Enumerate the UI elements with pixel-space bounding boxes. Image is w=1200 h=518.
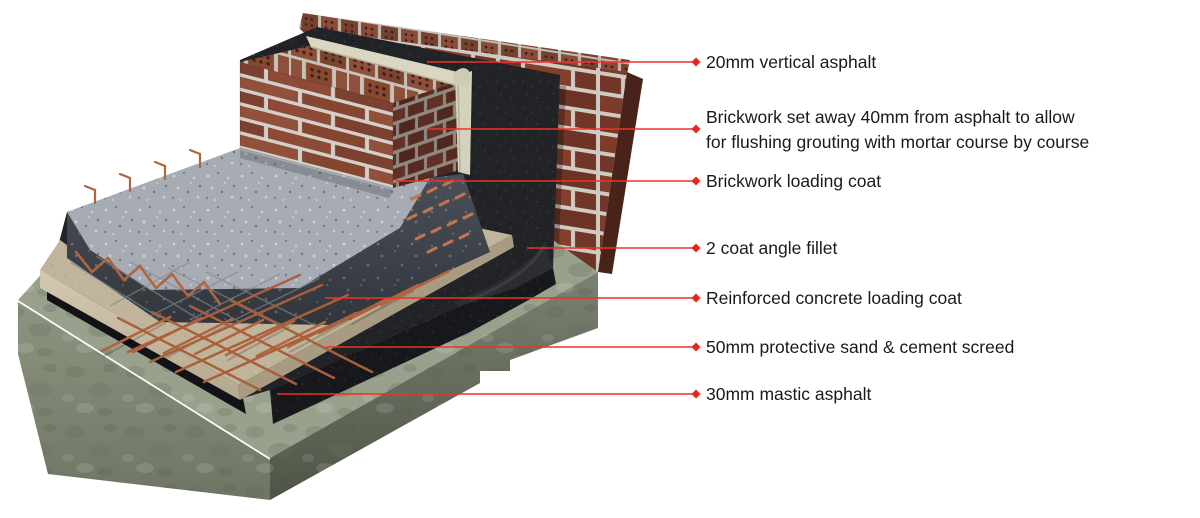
diamond-marker bbox=[691, 293, 701, 303]
label-angle-fillet: 2 coat angle fillet bbox=[706, 238, 837, 258]
bar-end-stubs bbox=[406, 179, 474, 254]
angle-fillet-highlight bbox=[469, 245, 546, 302]
shear-link-zigzag bbox=[74, 250, 222, 306]
screed-front-left-face bbox=[40, 270, 240, 400]
link-hooks bbox=[83, 148, 202, 205]
screed-front-right-face bbox=[238, 235, 514, 400]
callout-labels: 20mm vertical asphalt Brickwork set away… bbox=[706, 52, 1089, 404]
brickwork-loading-coat bbox=[239, 45, 460, 189]
illustration bbox=[18, 13, 643, 500]
diamond-marker bbox=[691, 176, 701, 186]
grout-top-band bbox=[306, 36, 459, 86]
grout-fold bbox=[453, 68, 471, 86]
callouts: 20mm vertical asphalt Brickwork set away… bbox=[277, 52, 1089, 404]
rebar bbox=[74, 148, 474, 392]
label-brickwork-gap-line2: for flushing grouting with mortar course… bbox=[706, 132, 1089, 152]
leader-lines bbox=[277, 61, 696, 395]
brickwork-end-face bbox=[393, 82, 460, 188]
diamond-marker bbox=[691, 57, 701, 67]
brickwork-top-face bbox=[240, 45, 457, 103]
reinforcement-mesh bbox=[116, 273, 378, 392]
label-loading-coat: Reinforced concrete loading coat bbox=[706, 288, 962, 308]
diamond-marker bbox=[691, 342, 701, 352]
brick-wall-top-face bbox=[299, 13, 630, 74]
grout-strip bbox=[306, 36, 472, 175]
brick-wall-right-face bbox=[598, 72, 643, 274]
reinforced-concrete-loading-coat bbox=[67, 148, 490, 327]
diamond-marker bbox=[691, 124, 701, 134]
diamond-marker bbox=[691, 243, 701, 253]
leader-diamonds bbox=[691, 57, 701, 399]
label-mastic-asphalt: 30mm mastic asphalt bbox=[706, 384, 871, 404]
diamond-marker bbox=[691, 389, 701, 399]
label-screed: 50mm protective sand & cement screed bbox=[706, 337, 1014, 357]
brickwork-shadow-on-slab bbox=[240, 150, 393, 198]
label-brickwork-gap-line1: Brickwork set away 40mm from asphalt to … bbox=[706, 107, 1075, 127]
label-vertical-asphalt: 20mm vertical asphalt bbox=[706, 52, 876, 72]
label-brickwork-coat: Brickwork loading coat bbox=[706, 171, 881, 191]
